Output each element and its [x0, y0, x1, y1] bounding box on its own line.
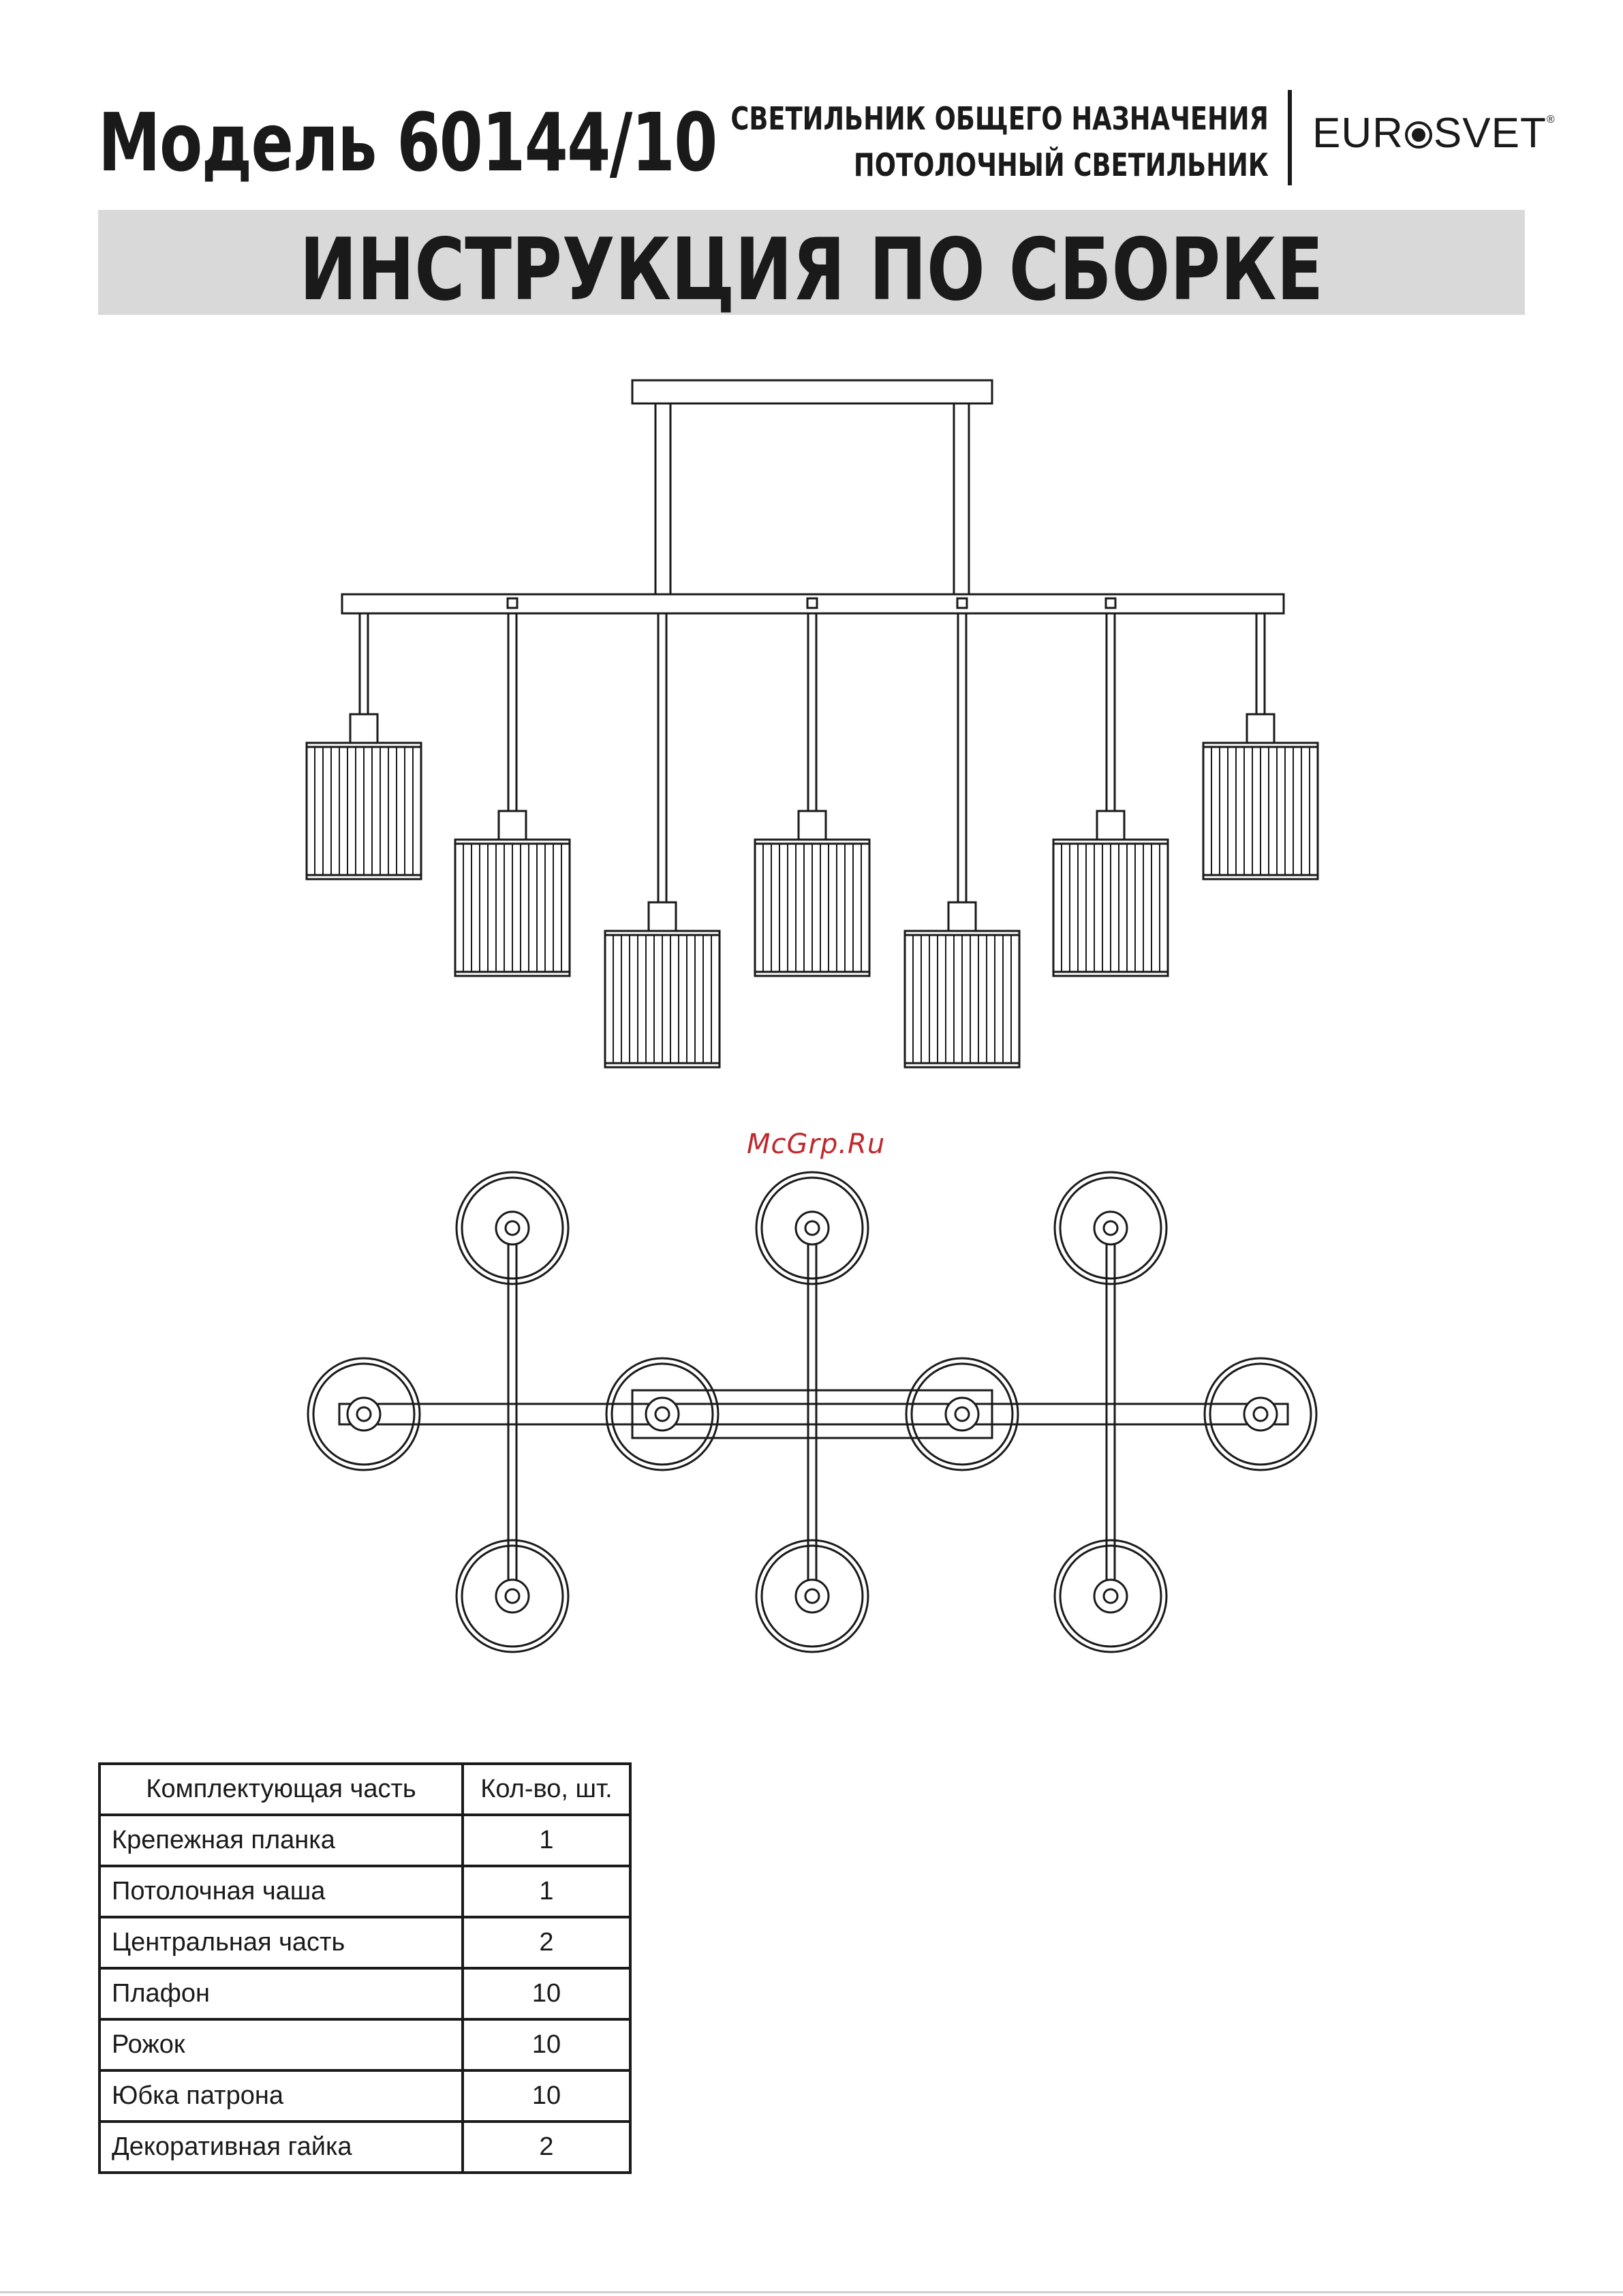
parts-table: Комплектующая часть Кол-во, шт. Крепежна…	[98, 1762, 632, 2174]
central-bar	[342, 594, 1284, 613]
part-name: Декоративная гайка	[99, 2122, 463, 2173]
top-bar	[339, 1404, 1288, 1424]
shade-top	[756, 1172, 868, 1284]
table-row: Центральная часть 2	[99, 1917, 630, 1968]
pendant-shade	[605, 613, 720, 1067]
pendant-shade	[905, 598, 1019, 1067]
shade-top	[308, 1358, 420, 1470]
watermark: McGrp.Ru	[747, 1129, 885, 1160]
part-quantity: 2	[463, 2122, 630, 2173]
shade-top	[906, 1358, 1018, 1470]
shade-top	[756, 1540, 868, 1652]
top-mounting-plate	[632, 1390, 992, 1438]
column-header-quantity: Кол-во, шт.	[463, 1764, 630, 1815]
chandelier-top-view-drawing	[339, 1390, 1288, 1438]
chandelier-front-view-drawing	[342, 380, 1284, 613]
footer-line	[0, 2291, 1623, 2293]
part-quantity: 1	[463, 1866, 630, 1917]
table-row: Юбка патрона 10	[99, 2070, 630, 2122]
part-name: Рожок	[99, 2019, 463, 2070]
pendant-shade	[455, 598, 570, 976]
chandelier-drawings	[0, 0, 1623, 1704]
part-quantity: 1	[463, 1815, 630, 1866]
table-row: Декоративная гайка 2	[99, 2122, 630, 2173]
column-header-part: Комплектующая часть	[99, 1764, 463, 1815]
mounting-plate	[632, 380, 992, 403]
front-view-shades	[307, 598, 1318, 1067]
part-quantity: 2	[463, 1917, 630, 1968]
shade-top	[1205, 1358, 1316, 1470]
part-name: Юбка патрона	[99, 2070, 463, 2122]
table-row: Плафон 10	[99, 1968, 630, 2019]
part-quantity: 10	[463, 2070, 630, 2122]
shade-top	[1055, 1172, 1166, 1284]
part-name: Потолочная чаша	[99, 1866, 463, 1917]
pendant-shade	[307, 613, 421, 879]
shade-top	[1055, 1540, 1166, 1652]
shade-top	[457, 1540, 568, 1652]
pendant-shade	[1203, 613, 1318, 879]
table-row: Рожок 10	[99, 2019, 630, 2070]
part-name: Крепежная планка	[99, 1815, 463, 1866]
part-quantity: 10	[463, 2019, 630, 2070]
part-name: Плафон	[99, 1968, 463, 2019]
shade-top	[457, 1172, 568, 1284]
top-view-shades	[308, 1172, 1316, 1652]
pendant-shade	[755, 598, 869, 976]
table-row: Крепежная планка 1	[99, 1815, 630, 1866]
part-quantity: 10	[463, 1968, 630, 2019]
pendant-shade	[1053, 598, 1168, 976]
part-name: Центральная часть	[99, 1917, 463, 1968]
table-row: Потолочная чаша 1	[99, 1866, 630, 1917]
table-header-row: Комплектующая часть Кол-во, шт.	[99, 1764, 630, 1815]
shade-top	[606, 1358, 718, 1470]
